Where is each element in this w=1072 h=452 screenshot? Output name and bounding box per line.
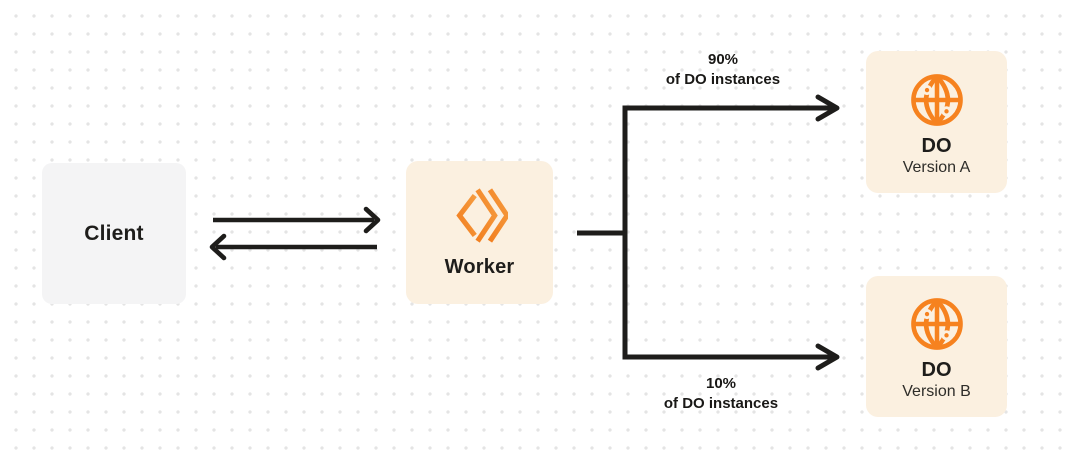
do-version-b-node: DO Version B [866,276,1007,417]
bottom-branch-label: 10% of DO instances [611,374,831,414]
do-b-title: DO [921,359,952,381]
arrowhead-bottom-branch-icon [815,343,840,371]
do-a-subtitle: Version A [902,158,971,176]
worker-label: Worker [444,255,515,278]
bottom-branch-caption: of DO instances [663,395,779,412]
worker-chevrons-icon [456,187,508,243]
globe-icon [910,73,963,126]
client-label: Client [84,221,144,245]
bottom-branch-percent: 10% [705,375,737,392]
worker-node: Worker [406,161,553,304]
arrowhead-right-icon [363,206,381,234]
top-branch-caption: of DO instances [665,71,781,88]
arrowhead-left-icon [209,233,227,261]
arrowhead-top-branch-icon [815,94,840,122]
do-b-subtitle: Version B [902,383,971,400]
top-branch-label: 90% of DO instances [613,50,833,90]
client-node: Client [42,163,186,304]
branch-fork-line [622,105,834,360]
do-a-title: DO [921,134,952,157]
globe-icon [910,298,963,350]
top-branch-percent: 90% [707,51,739,68]
do-version-a-node: DO Version A [866,51,1007,193]
